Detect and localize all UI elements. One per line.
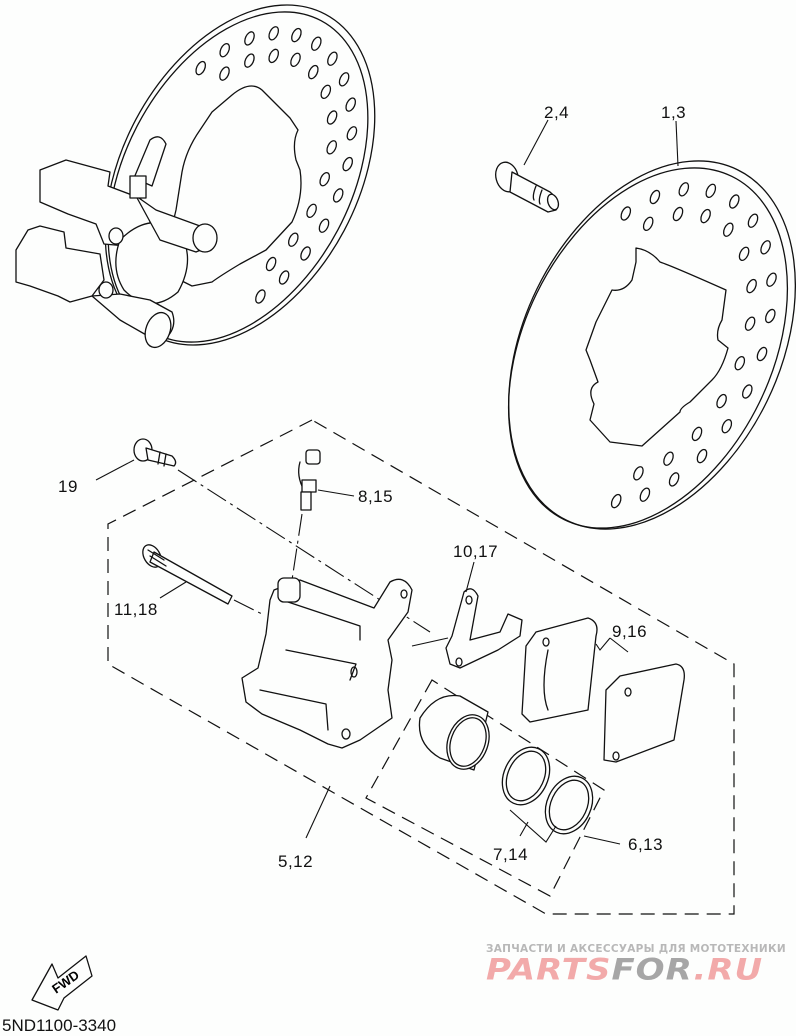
disc-hole bbox=[306, 203, 317, 219]
callout-11-18[interactable]: 11,18 bbox=[114, 600, 158, 619]
disc-hole bbox=[219, 66, 230, 81]
disc-hole bbox=[722, 222, 734, 237]
disc-hole bbox=[663, 451, 674, 466]
disc-hole bbox=[342, 156, 354, 172]
disc-hole bbox=[310, 36, 322, 51]
callout-10-17[interactable]: 10,17 bbox=[453, 542, 499, 561]
disc-hole bbox=[747, 213, 759, 228]
kit-outline bbox=[107, 419, 735, 915]
disc-hole bbox=[756, 346, 768, 362]
disc-hole bbox=[639, 487, 651, 502]
disc-hole bbox=[764, 308, 776, 324]
callout-6-13[interactable]: 6,13 bbox=[628, 835, 664, 854]
disc-hole bbox=[766, 272, 777, 287]
disc-hole bbox=[300, 246, 311, 261]
disc-hole bbox=[610, 493, 622, 509]
disc-hole bbox=[746, 278, 757, 294]
disc-hole bbox=[318, 218, 330, 233]
disc-hole bbox=[691, 426, 703, 442]
fwd-arrow-icon: FWD bbox=[31, 955, 93, 1011]
disc-hole bbox=[327, 51, 338, 66]
caliper-body bbox=[241, 577, 413, 749]
disc-hole bbox=[255, 289, 266, 304]
disc-hole bbox=[672, 206, 684, 222]
disc-hole bbox=[620, 206, 632, 221]
brake-disc bbox=[507, 160, 796, 530]
disc-hole bbox=[244, 53, 255, 68]
callout-8-15[interactable]: 8,15 bbox=[358, 487, 394, 506]
callout-5-12[interactable]: 5,12 bbox=[278, 852, 314, 871]
disc-hole bbox=[649, 189, 661, 205]
seals bbox=[501, 746, 594, 835]
watermark-logo[interactable]: PARTSFOR.RU bbox=[486, 953, 763, 987]
disc-hole bbox=[741, 384, 753, 399]
disc-hole bbox=[326, 140, 338, 155]
diagram-code: 5ND1100-3340 bbox=[2, 1016, 117, 1035]
callout-2-4[interactable]: 2,4 bbox=[544, 103, 570, 122]
disc-hole bbox=[705, 183, 717, 199]
pad-support bbox=[445, 588, 523, 669]
disc-hole bbox=[268, 26, 280, 41]
disc-hole bbox=[290, 52, 301, 68]
disc-hole bbox=[642, 216, 654, 232]
piston bbox=[418, 694, 490, 771]
disc-hole bbox=[268, 48, 280, 64]
disc-hole bbox=[307, 64, 319, 80]
disc-hole bbox=[760, 240, 771, 255]
disc-hole bbox=[265, 256, 277, 272]
disc-hole bbox=[291, 27, 302, 43]
caliper-bolt bbox=[133, 438, 177, 467]
disc-hole bbox=[338, 72, 350, 87]
disc-hole bbox=[332, 188, 344, 203]
disc-hole bbox=[195, 60, 207, 76]
disc-hole bbox=[744, 316, 756, 331]
slide-pin bbox=[142, 544, 233, 605]
callout-19[interactable]: 19 bbox=[58, 477, 78, 496]
disc-hole bbox=[319, 171, 331, 187]
watermark-tagline: ЗАПЧАСТИ И АКСЕССУАРЫ ДЛЯ МОТОТЕХНИКИ bbox=[486, 943, 786, 955]
disc-hole bbox=[320, 84, 332, 100]
disc-hole bbox=[278, 270, 290, 285]
disc-hole bbox=[734, 355, 746, 371]
disc-hole bbox=[345, 97, 357, 112]
disc-hole bbox=[219, 42, 231, 58]
leader-lines bbox=[95, 119, 679, 845]
disc-hole bbox=[287, 232, 299, 247]
disc-hole bbox=[696, 448, 708, 464]
callout-9-16[interactable]: 9,16 bbox=[612, 622, 648, 641]
disc-hole bbox=[668, 472, 680, 487]
disc-hole bbox=[244, 31, 255, 46]
logo-parts: PARTS bbox=[486, 953, 612, 987]
logo-ru: .RU bbox=[693, 953, 764, 987]
callout-7-14[interactable]: 7,14 bbox=[493, 845, 529, 864]
assembled-caliper bbox=[15, 136, 218, 349]
disc-hole bbox=[700, 208, 711, 224]
disc-hole bbox=[738, 246, 750, 262]
disc-hole bbox=[633, 466, 644, 481]
disc-bolt bbox=[495, 161, 560, 213]
brake-pads bbox=[521, 617, 685, 763]
disc-hole bbox=[721, 418, 733, 434]
bleed-screw bbox=[298, 449, 321, 511]
callout-1-3[interactable]: 1,3 bbox=[661, 103, 687, 122]
disc-hole bbox=[346, 126, 358, 141]
logo-for: FOR bbox=[611, 953, 694, 987]
disc-hole bbox=[716, 393, 727, 409]
disc-hole bbox=[728, 194, 740, 209]
disc-hole bbox=[678, 182, 690, 197]
disc-hole bbox=[326, 110, 338, 125]
